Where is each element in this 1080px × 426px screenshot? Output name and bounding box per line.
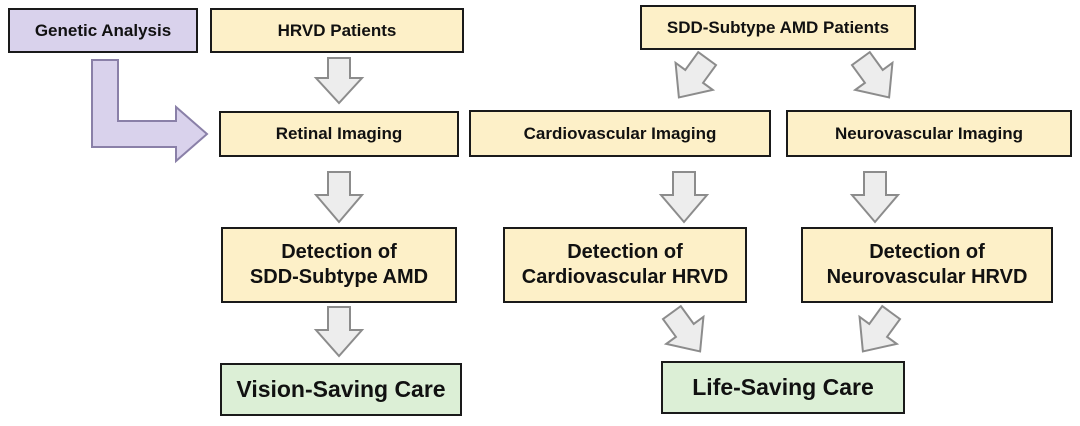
retinal-imaging-box: Retinal Imaging: [219, 111, 459, 157]
genetic-to-retinal-arrow: [91, 59, 209, 164]
detect-neuro-line2: Neurovascular HRVD: [826, 266, 1028, 288]
detect-cardio-line2: Cardiovascular HRVD: [521, 266, 729, 288]
life-saving-care-box: Life-Saving Care: [661, 361, 905, 414]
vision-saving-care-box: Vision-Saving Care: [220, 363, 462, 416]
detect-sdd-box: Detection of SDD-Subtype AMD: [221, 227, 457, 303]
detect-cardio-box: Detection of Cardiovascular HRVD: [503, 227, 747, 303]
sdd-patients-box: SDD-Subtype AMD Patients: [640, 5, 916, 50]
genetic-analysis-label: Genetic Analysis: [34, 20, 172, 40]
vision-saving-care-label: Vision-Saving Care: [236, 376, 446, 403]
detect-sdd-to-vision-care-arrow: [313, 306, 365, 358]
life-saving-care-label: Life-Saving Care: [692, 374, 874, 401]
cardio-imaging-to-detect-arrow: [658, 171, 710, 224]
neuro-imaging-to-detect-arrow: [849, 171, 901, 224]
genetic-analysis-box: Genetic Analysis: [8, 8, 198, 53]
detect-sdd-line2: SDD-Subtype AMD: [249, 266, 429, 288]
cardio-imaging-label: Cardiovascular Imaging: [523, 123, 717, 143]
retinal-to-detect-sdd-arrow: [313, 171, 365, 224]
detect-neuro-to-life-care-arrow: [858, 304, 902, 353]
detect-cardio-to-life-care-arrow: [661, 304, 705, 353]
detect-neuro-box: Detection of Neurovascular HRVD: [801, 227, 1053, 303]
hrvd-patients-label: HRVD Patients: [277, 20, 397, 40]
hrvd-patients-box: HRVD Patients: [210, 8, 464, 53]
hrvd-to-retinal-arrow: [313, 57, 365, 105]
detect-cardio-line1: Detection of: [567, 241, 683, 263]
detect-neuro-line1: Detection of: [869, 241, 985, 263]
neuro-imaging-label: Neurovascular Imaging: [834, 123, 1023, 143]
retinal-imaging-label: Retinal Imaging: [275, 124, 403, 144]
sdd-to-neuro-imaging-arrow: [850, 50, 894, 99]
sdd-to-cardio-imaging-arrow: [674, 50, 718, 99]
sdd-patients-label: SDD-Subtype AMD Patients: [666, 17, 890, 37]
cardio-imaging-box: Cardiovascular Imaging: [469, 110, 771, 157]
detect-sdd-line1: Detection of: [281, 241, 397, 263]
neuro-imaging-box: Neurovascular Imaging: [786, 110, 1072, 157]
